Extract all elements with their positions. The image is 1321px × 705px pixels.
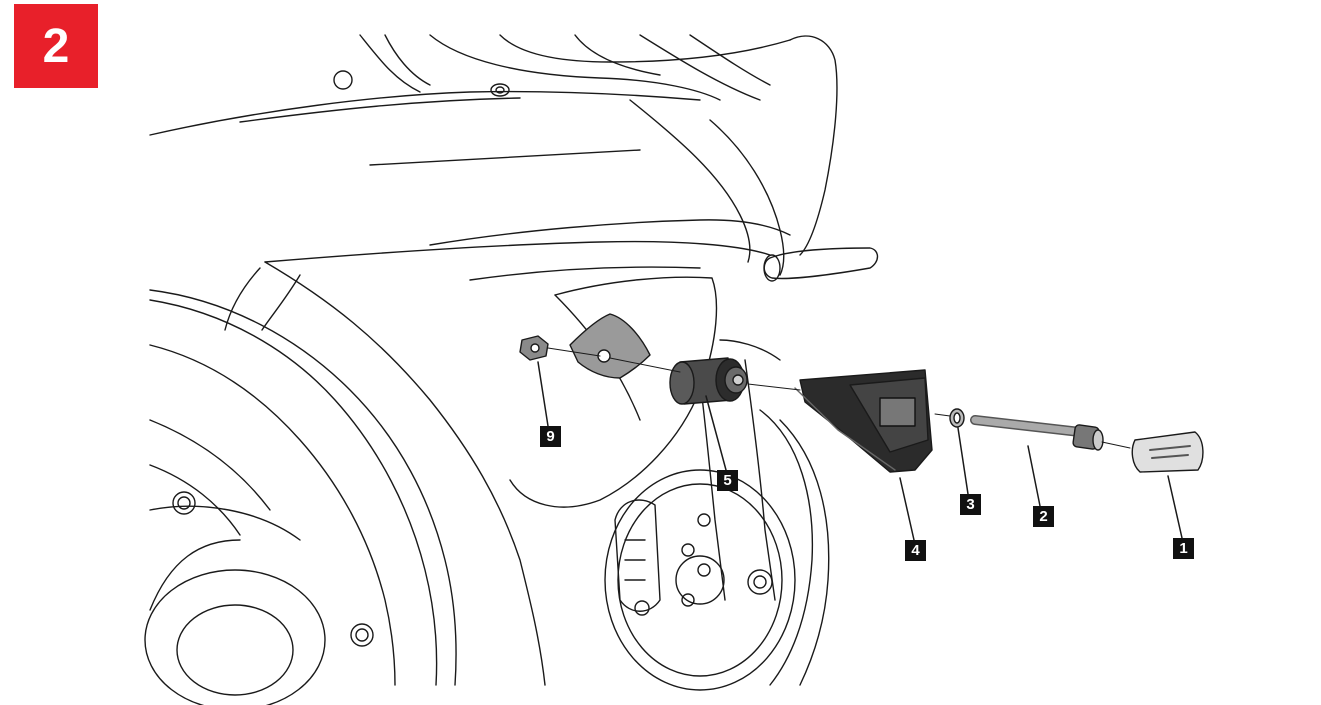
callout-leader-lines [537,361,1183,541]
flanged-nut [519,335,549,361]
cylindrical-spacer [669,357,748,405]
callout-3: 3 [960,494,981,515]
callout-1: 1 [1173,538,1194,559]
logo-cap [1131,431,1204,473]
frame-slider-puck [794,369,933,473]
long-bolt [970,415,1104,451]
callout-5: 5 [717,470,738,491]
assembly-axis-lines [547,347,1131,449]
washer [949,408,965,428]
step-number-badge: 2 [14,4,98,88]
callout-4: 4 [905,540,926,561]
motorcycle-line-art [144,34,879,705]
callout-9: 9 [540,426,561,447]
callout-2: 2 [1033,506,1054,527]
